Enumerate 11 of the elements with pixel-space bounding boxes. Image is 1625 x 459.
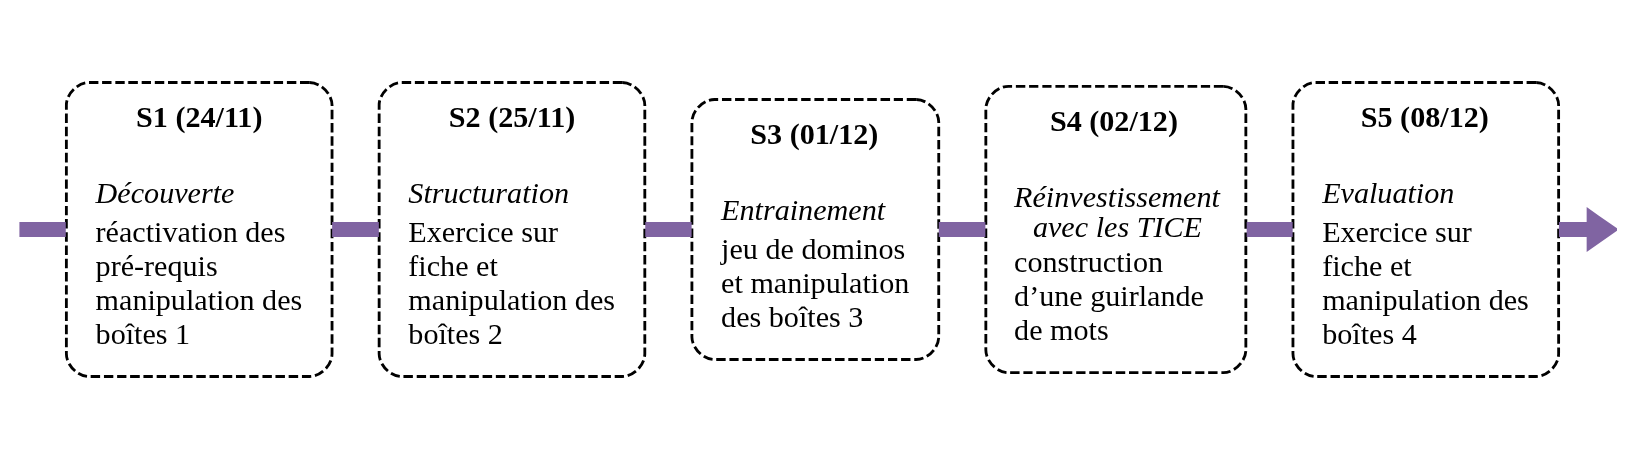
node-box: S1 (24/11) Découverte réactivation des pré-requis manipulation des boîtes 1 [64, 81, 334, 378]
node-box: S2 (25/11) Structuration Exercice sur fiche et manipulation des boîtes 2 [377, 81, 647, 378]
node-box: S5 (08/12) Evaluation Exercice sur fiche et manipulation des boîtes 4 [1291, 81, 1561, 378]
connector [1246, 221, 1293, 238]
connector [938, 221, 986, 238]
connector [332, 221, 379, 238]
node-box: S4 (02/12) Réinvestissement avec les TICE construction d’une guirlande de mots [984, 84, 1248, 375]
connector [645, 221, 692, 238]
connector [19, 221, 66, 238]
arrow [1558, 207, 1617, 252]
node-box: S3 (01/12) Entrainement jeu de dominos et manipulation des boîtes 3 [690, 98, 941, 361]
